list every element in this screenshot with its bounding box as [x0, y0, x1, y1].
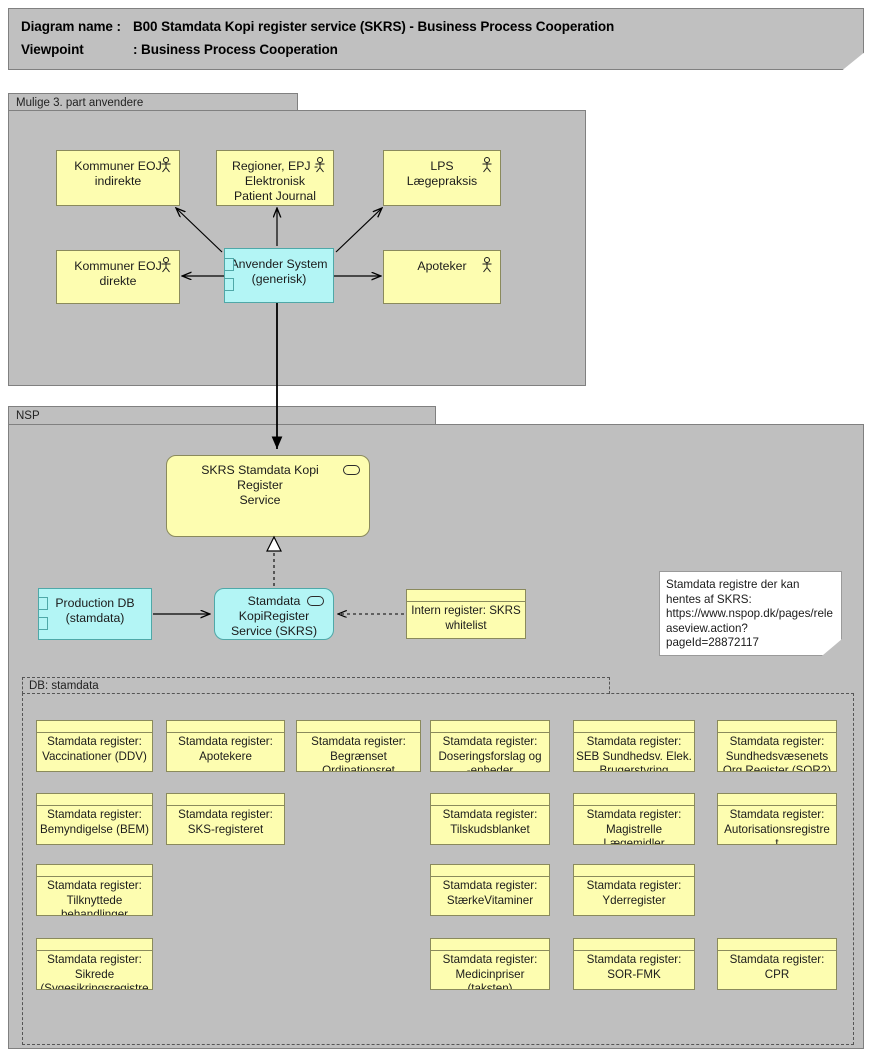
- register-card[interactable]: Stamdata register: Bemyndigelse (BEM): [36, 793, 153, 845]
- component-anvender-system[interactable]: Anvender System (generisk): [224, 248, 334, 303]
- register-intern-skrs-whitelist[interactable]: Intern register: SKRS whitelist: [406, 589, 526, 639]
- service-label: SKRS Stamdata Kopi Register Service: [201, 463, 319, 507]
- register-header-divider: [574, 876, 694, 877]
- register-label: Stamdata register: Tilknyttede behandlin…: [47, 879, 142, 916]
- register-card[interactable]: Stamdata register: CPR: [717, 938, 837, 990]
- register-label: Stamdata register: Magistrelle Lægemidle…: [586, 808, 682, 845]
- register-label: Stamdata register: Tilskudsblanket: [442, 808, 538, 836]
- register-card[interactable]: Stamdata register: Apotekere: [166, 720, 285, 772]
- group-db-stamdata: [22, 693, 854, 1045]
- register-header-divider: [431, 805, 549, 806]
- register-header-divider: [431, 732, 549, 733]
- note-stamdata-registre-url: Stamdata registre der kan hentes af SKRS…: [659, 571, 842, 656]
- viewpoint-label: Viewpoint: [21, 42, 84, 57]
- actor-icon: [161, 157, 171, 173]
- actor-label: Apoteker: [417, 259, 467, 273]
- register-header-divider: [431, 876, 549, 877]
- register-label: Stamdata register: Apotekere: [178, 735, 273, 763]
- actor-icon: [315, 157, 325, 173]
- register-card[interactable]: Stamdata register: SOR-FMK: [573, 938, 695, 990]
- component-tab-lower: [225, 278, 234, 291]
- component-tab-upper: [39, 597, 48, 610]
- service-stamdata-kopiregister[interactable]: Stamdata KopiRegister Service (SKRS): [214, 588, 334, 640]
- component-production-db[interactable]: Production DB (stamdata): [38, 588, 152, 640]
- register-card[interactable]: Stamdata register: Sikrede (Sygesikrings…: [36, 938, 153, 990]
- register-header-divider: [37, 876, 152, 877]
- register-label: Stamdata register: SOR-FMK: [586, 953, 682, 981]
- register-card[interactable]: Stamdata register: Vaccinationer (DDV): [36, 720, 153, 772]
- diagram-name-value: B00 Stamdata Kopi register service (SKRS…: [133, 19, 615, 34]
- register-card[interactable]: Stamdata register: Magistrelle Lægemidle…: [573, 793, 695, 845]
- group-tab-third-party: Mulige 3. part anvendere: [8, 93, 298, 113]
- diagram-title-banner: Diagram name : B00 Stamdata Kopi register…: [8, 8, 864, 70]
- actor-icon: [482, 257, 492, 273]
- register-label: Stamdata register: SEB Sundhedsv. Elek. …: [576, 735, 692, 772]
- register-header-divider: [718, 805, 836, 806]
- service-oval-icon: [343, 465, 360, 475]
- actor-lps-laegepraksis[interactable]: LPS Lægepraksis: [383, 150, 501, 206]
- register-label: Stamdata register: Bemyndigelse (BEM): [40, 808, 149, 836]
- register-header-divider: [718, 732, 836, 733]
- register-card[interactable]: Stamdata register: Tilknyttede behandlin…: [36, 864, 153, 916]
- register-label: Stamdata register: Yderregister: [586, 879, 682, 907]
- register-card[interactable]: Stamdata register: Autorisationsregistre…: [717, 793, 837, 845]
- register-header-divider: [431, 950, 549, 951]
- register-header-divider: [297, 732, 420, 733]
- register-card[interactable]: Stamdata register: SEB Sundhedsv. Elek. …: [573, 720, 695, 772]
- actor-icon: [482, 157, 492, 173]
- service-oval-icon: [307, 596, 324, 606]
- register-header-divider: [574, 732, 694, 733]
- register-label: Stamdata register: Doseringsforslag og -…: [438, 735, 542, 772]
- register-label: Intern register: SKRS whitelist: [411, 604, 521, 632]
- register-card[interactable]: Stamdata register: Medicinpriser (takste…: [430, 938, 550, 990]
- note-text: Stamdata registre der kan hentes af SKRS…: [666, 578, 833, 649]
- component-tab-lower: [39, 617, 48, 630]
- diagram-name-line: Diagram name : B00 Stamdata Kopi register…: [21, 19, 614, 34]
- diagram-name-label: Diagram name :: [21, 19, 121, 34]
- group-tab-db-stamdata: DB: stamdata: [22, 677, 610, 694]
- register-label: Stamdata register: Medicinpriser (takste…: [442, 953, 538, 990]
- service-label: Stamdata KopiRegister Service (SKRS): [230, 594, 318, 638]
- register-label: Stamdata register: SKS-registeret: [178, 808, 273, 836]
- actor-label: Kommuner EOJ indirekte: [74, 159, 162, 188]
- actor-icon: [161, 257, 171, 273]
- component-tab-upper: [225, 258, 234, 271]
- register-label: Stamdata register: Vaccinationer (DDV): [42, 735, 147, 763]
- register-header-divider: [37, 732, 152, 733]
- register-label: Stamdata register: StærkeVitaminer: [442, 879, 538, 907]
- viewpoint-value: : Business Process Cooperation: [133, 42, 338, 57]
- register-label: Stamdata register: CPR: [729, 953, 825, 981]
- register-header-divider: [37, 950, 152, 951]
- register-card[interactable]: Stamdata register: Sundhedsvæsenets Org …: [717, 720, 837, 772]
- actor-label: Regioner, EPJ - Elektronisk Patient Jour…: [231, 159, 319, 203]
- register-card[interactable]: Stamdata register: SKS-registeret: [166, 793, 285, 845]
- actor-apoteker[interactable]: Apoteker: [383, 250, 501, 304]
- actor-kommuner-eoj-direkte[interactable]: Kommuner EOJ direkte: [56, 250, 180, 304]
- actor-label: LPS Lægepraksis: [406, 159, 478, 188]
- register-header-divider: [37, 805, 152, 806]
- register-header-divider: [167, 805, 284, 806]
- register-header-divider: [574, 805, 694, 806]
- service-skrs-stamdata-kopi-register[interactable]: SKRS Stamdata Kopi Register Service: [166, 455, 370, 537]
- register-card[interactable]: Stamdata register: Begrænset Ordinations…: [296, 720, 421, 772]
- register-label: Stamdata register: Sundhedsvæsenets Org …: [722, 735, 832, 772]
- register-card[interactable]: Stamdata register: StærkeVitaminer: [430, 864, 550, 916]
- register-card[interactable]: Stamdata register: Doseringsforslag og -…: [430, 720, 550, 772]
- register-header-divider: [167, 732, 284, 733]
- group-tab-nsp: NSP: [8, 406, 436, 426]
- register-label: Stamdata register: Sikrede (Sygesikrings…: [40, 953, 149, 990]
- viewpoint-line: Viewpoint : Business Process Cooperation: [21, 42, 338, 57]
- register-label: Stamdata register: Begrænset Ordinations…: [311, 735, 406, 772]
- register-header-divider: [407, 601, 525, 602]
- register-header-divider: [718, 950, 836, 951]
- actor-label: Kommuner EOJ direkte: [74, 259, 162, 288]
- register-card[interactable]: Stamdata register: Tilskudsblanket: [430, 793, 550, 845]
- register-label: Stamdata register: Autorisationsregistre…: [724, 808, 830, 845]
- actor-regioner-epj[interactable]: Regioner, EPJ - Elektronisk Patient Jour…: [216, 150, 334, 206]
- component-label: Anvender System (generisk): [230, 257, 328, 286]
- register-header-divider: [574, 950, 694, 951]
- register-card[interactable]: Stamdata register: Yderregister: [573, 864, 695, 916]
- actor-kommuner-eoj-indirekte[interactable]: Kommuner EOJ indirekte: [56, 150, 180, 206]
- component-label: Production DB (stamdata): [55, 596, 135, 625]
